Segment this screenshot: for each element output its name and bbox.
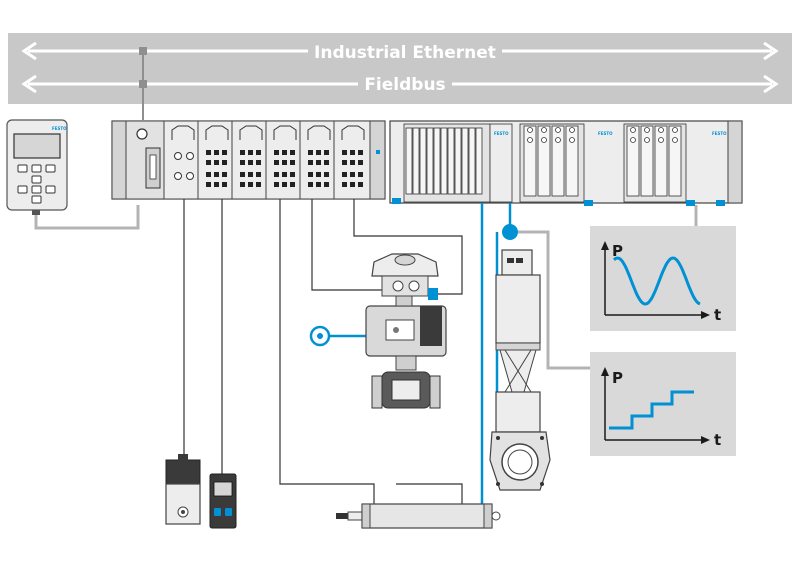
wire-to-cylinder xyxy=(279,199,375,506)
y-axis-arrow-icon xyxy=(601,241,609,250)
pneumatic-junction xyxy=(502,224,518,240)
pressure-sensor-display xyxy=(213,481,233,497)
arrow-right-icon xyxy=(763,41,779,61)
x-axis-arrow-icon xyxy=(701,311,710,319)
cylinder-barrel xyxy=(361,503,493,529)
pressure-plot-staircase: P t xyxy=(590,352,736,456)
pneumatic-supply-port xyxy=(309,325,331,347)
plot-x-label: t xyxy=(714,431,721,449)
handheld-operator-unit: FESTO xyxy=(6,119,68,215)
bus-background xyxy=(8,33,792,104)
wire-to-cylinder-right xyxy=(396,483,463,506)
industrial-ethernet-bus: Industrial Ethernet xyxy=(21,41,779,63)
valve-terminal-brand-1: FESTO xyxy=(494,131,509,136)
plot-x-label: t xyxy=(714,306,721,324)
valve-terminal-brand-3: FESTO xyxy=(712,131,727,136)
proportional-pressure-valve xyxy=(165,454,201,525)
process-valve-assembly xyxy=(365,253,447,409)
pressure-sensor-button-2 xyxy=(225,508,232,516)
x-axis-arrow-icon xyxy=(701,436,710,444)
fieldbus-bus: Fieldbus xyxy=(21,74,779,95)
pressure-plot-sine: P t xyxy=(590,226,736,331)
proportional-valve-coil xyxy=(165,459,201,485)
valve-bank-1 xyxy=(403,123,491,203)
valve-bank-3 xyxy=(623,123,687,203)
positioner-blue-connector xyxy=(428,288,438,300)
valve-terminal-feet xyxy=(392,198,725,206)
arrow-right-icon xyxy=(763,74,779,94)
staircase-curve xyxy=(609,390,694,430)
fieldbus-label: Fieldbus xyxy=(364,75,445,95)
handheld-cable xyxy=(34,205,140,230)
valve-terminal: FESTO FESTO FESTO xyxy=(389,120,743,206)
pneumatic-cylinder xyxy=(336,503,501,529)
sine-curve xyxy=(613,256,701,306)
fieldbus-node xyxy=(139,80,147,88)
valve-bank-2 xyxy=(519,123,585,203)
bus-module xyxy=(125,120,165,200)
arrow-left-icon xyxy=(21,41,37,61)
terminal-to-sine-plot xyxy=(590,205,698,230)
solenoid-pilot xyxy=(420,306,442,346)
io-rack xyxy=(111,120,386,200)
bus-band: Industrial Ethernet Fieldbus xyxy=(8,33,792,120)
pressure-sensor xyxy=(209,473,237,529)
handheld-brand: FESTO xyxy=(52,126,67,131)
valve-terminal-brand-2: FESTO xyxy=(598,131,613,136)
sensor-to-step-plot xyxy=(518,230,590,370)
proportional-valve-body xyxy=(165,483,201,525)
plot-y-label: P xyxy=(612,242,623,260)
arrow-left-icon xyxy=(21,74,37,94)
ethernet-node xyxy=(139,47,147,55)
plot-y-label: P xyxy=(612,369,623,387)
signal-wires xyxy=(183,199,463,506)
handheld-keypad xyxy=(17,164,56,204)
industrial-ethernet-label: Industrial Ethernet xyxy=(314,43,496,63)
plot-panel xyxy=(590,226,736,331)
knife-valve-cylinder xyxy=(495,274,541,344)
handheld-screen xyxy=(13,133,61,159)
pressure-sensor-button-1 xyxy=(214,508,221,516)
y-axis-arrow-icon xyxy=(601,367,609,376)
wire-to-positioner-b xyxy=(353,199,463,295)
knife-gate-valve xyxy=(489,249,551,491)
io-modules xyxy=(163,120,371,200)
